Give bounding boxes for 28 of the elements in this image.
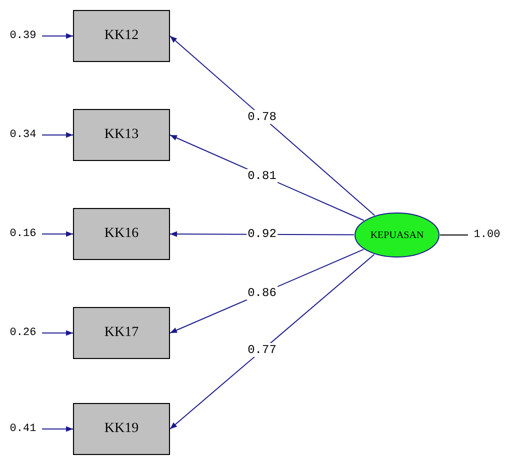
path-arrow [42, 132, 74, 138]
variable-name: KK17 [104, 325, 139, 341]
variable-name: KK16 [104, 226, 139, 242]
edge-label: 0.78 [246, 110, 278, 124]
variance-value: 0.26 [10, 327, 36, 339]
edge-label: 0.77 [246, 343, 278, 358]
observed-variable-box [73, 10, 170, 62]
variable-name: KK13 [104, 127, 139, 143]
path-arrow [42, 231, 74, 237]
observed-variable-box [73, 307, 170, 359]
path-arrow [170, 36, 376, 216]
variable-name: KK19 [104, 421, 139, 437]
edge-label: 0.81 [246, 168, 278, 183]
variance-value: 0.41 [10, 423, 36, 435]
path-arrow [42, 426, 74, 432]
variable-name: KEPUASAN [370, 230, 424, 240]
variance-value: 0.34 [10, 129, 36, 141]
observed-variable-box [73, 208, 170, 260]
edge-label: 0.86 [246, 286, 278, 300]
path-arrow [42, 33, 74, 39]
variance-value: 1.00 [474, 229, 500, 241]
variance-value: 0.39 [10, 30, 36, 42]
variance-value: 0.16 [10, 228, 36, 240]
path-arrow [42, 330, 74, 336]
observed-variable-box [73, 109, 170, 161]
observed-variable-box [73, 403, 170, 455]
variable-name: KK12 [104, 28, 139, 44]
path-arrow [170, 254, 375, 430]
